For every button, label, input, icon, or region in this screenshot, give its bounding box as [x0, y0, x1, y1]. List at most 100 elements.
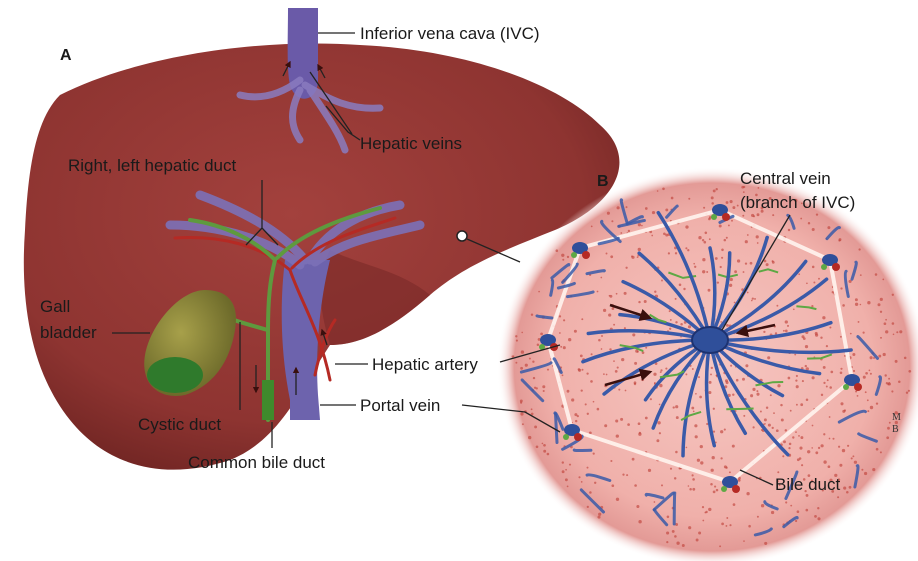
stipple-dot: [808, 222, 810, 224]
stipple-dot: [708, 391, 711, 394]
gall-label-line2: bladder: [40, 323, 97, 342]
stipple-dot: [781, 419, 784, 422]
stipple-dot: [798, 435, 800, 437]
stipple-dot: [637, 256, 639, 258]
stipple-dot: [806, 282, 808, 284]
gallbladder-fundus: [147, 357, 203, 393]
stipple-dot: [559, 332, 561, 334]
stipple-dot: [672, 530, 675, 533]
stipple-dot: [742, 215, 744, 217]
stipple-dot: [620, 232, 622, 234]
stipple-dot: [829, 326, 831, 328]
stipple-dot: [562, 374, 564, 376]
stipple-dot: [720, 321, 722, 323]
stipple-dot: [797, 458, 800, 461]
stipple-dot: [675, 252, 677, 254]
stipple-dot: [622, 473, 624, 475]
stipple-dot: [730, 365, 732, 367]
stipple-dot: [693, 411, 695, 413]
stipple-dot: [806, 509, 809, 512]
stipple-dot: [634, 381, 637, 384]
hepatic-veins-label: Hepatic veins: [360, 134, 462, 153]
stipple-dot: [516, 340, 518, 342]
stipple-dot: [652, 211, 655, 214]
signature-line1: M: [892, 412, 901, 423]
stipple-dot: [569, 464, 571, 466]
stipple-dot: [906, 392, 908, 394]
stipple-dot: [688, 526, 691, 529]
stipple-dot: [660, 369, 662, 371]
stipple-dot: [616, 293, 618, 295]
stipple-dot: [795, 520, 797, 522]
stipple-dot: [632, 458, 635, 461]
stipple-dot: [847, 445, 849, 447]
triad-bile-ductule: [563, 434, 569, 440]
stipple-dot: [840, 372, 843, 375]
stipple-dot: [543, 450, 546, 453]
stipple-dot: [772, 427, 774, 429]
stipple-dot: [671, 197, 674, 200]
stipple-dot: [521, 332, 523, 334]
stipple-dot: [756, 390, 758, 392]
stipple-dot: [724, 429, 726, 431]
stipple-dot: [893, 334, 895, 336]
stipple-dot: [667, 516, 670, 519]
stipple-dot: [829, 416, 831, 418]
stipple-dot: [745, 262, 747, 264]
stipple-dot: [585, 403, 587, 405]
stipple-dot: [675, 451, 678, 454]
stipple-dot: [556, 249, 559, 252]
stipple-dot: [613, 324, 615, 326]
stipple-dot: [717, 281, 719, 283]
stipple-dot: [855, 303, 858, 306]
stipple-dot: [788, 447, 790, 449]
stipple-dot: [512, 355, 514, 357]
stipple-dot: [757, 213, 760, 216]
stipple-dot: [702, 506, 704, 508]
stipple-dot: [725, 525, 727, 527]
stipple-dot: [529, 358, 531, 360]
stipple-dot: [581, 481, 583, 483]
stipple-dot: [692, 488, 695, 491]
stipple-dot: [785, 501, 787, 503]
stipple-dot: [562, 461, 564, 463]
stipple-dot: [766, 407, 768, 409]
stipple-dot: [852, 353, 855, 356]
stipple-dot: [725, 379, 728, 382]
stipple-dot: [812, 425, 814, 427]
stipple-dot: [520, 402, 522, 404]
stipple-dot: [676, 542, 679, 545]
stipple-dot: [653, 373, 656, 376]
stipple-dot: [838, 446, 840, 448]
stipple-dot: [625, 267, 627, 269]
stipple-dot: [822, 316, 825, 319]
stipple-dot: [598, 513, 601, 516]
stipple-dot: [731, 220, 733, 222]
stipple-dot: [792, 436, 794, 438]
stipple-dot: [698, 236, 701, 239]
stipple-dot: [828, 465, 831, 468]
stipple-dot: [801, 464, 803, 466]
stipple-dot: [880, 311, 882, 313]
stipple-dot: [700, 461, 703, 464]
gall-label-line1: Gall: [40, 297, 70, 316]
stipple-dot: [752, 388, 755, 391]
stipple-dot: [648, 469, 651, 472]
stipple-dot: [656, 439, 659, 442]
stipple-dot: [876, 402, 878, 404]
stipple-dot: [870, 373, 872, 375]
stipple-dot: [883, 353, 886, 356]
stipple-dot: [531, 313, 533, 315]
stipple-dot: [820, 444, 823, 447]
stipple-dot: [854, 461, 857, 464]
stipple-dot: [711, 202, 714, 205]
stipple-dot: [661, 280, 663, 282]
stipple-dot: [904, 357, 907, 360]
stipple-dot: [621, 358, 624, 361]
stipple-dot: [730, 278, 733, 281]
stipple-dot: [772, 260, 774, 262]
stipple-dot: [782, 455, 784, 457]
stipple-dot: [806, 398, 809, 401]
stipple-dot: [638, 248, 641, 251]
